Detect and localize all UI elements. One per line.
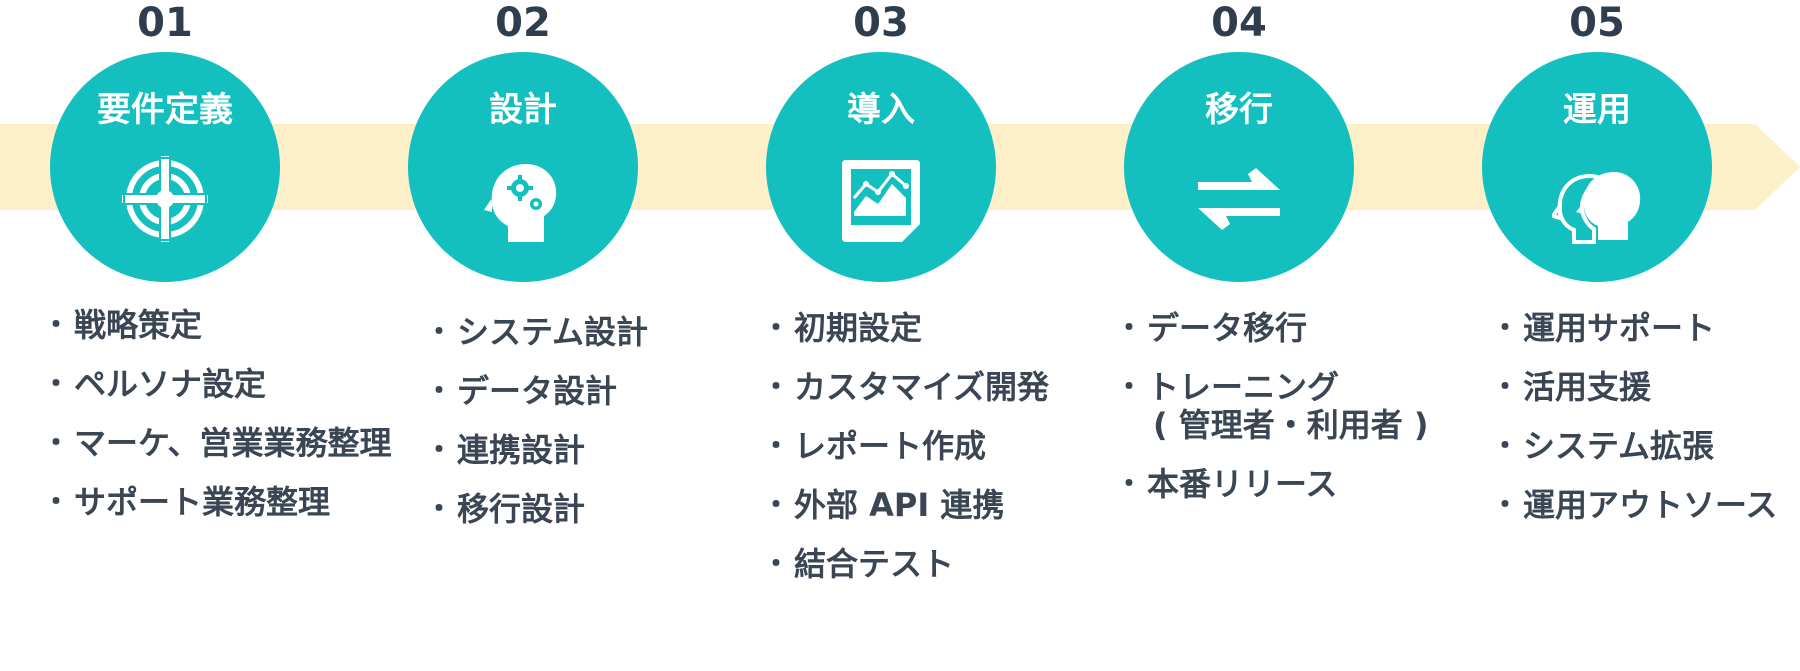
step-title: 運用 xyxy=(1563,90,1631,130)
list-item: システム拡張 xyxy=(1491,427,1777,465)
list-item: 活用支援 xyxy=(1491,368,1777,406)
chart-document-icon xyxy=(842,160,920,242)
step-number: 05 xyxy=(1569,0,1625,46)
list-item: ペルソナ設定 xyxy=(42,365,391,403)
list-item: 初期設定 xyxy=(762,309,1049,347)
step-title: 要件定義 xyxy=(97,90,233,130)
target-icon xyxy=(122,156,208,242)
list-item: 運用サポート xyxy=(1491,309,1777,347)
list-item: 結合テスト xyxy=(762,545,1049,583)
list-item: レポート作成 xyxy=(762,427,1049,465)
list-item: 戦略策定 xyxy=(42,306,391,344)
list-item: 連携設計 xyxy=(425,431,648,469)
list-item-subtext: ( 管理者・利用者 ) xyxy=(1153,406,1429,444)
list-item-text: データ移行 xyxy=(1147,309,1308,347)
list-item: 運用アウトソース xyxy=(1491,486,1777,524)
step-number: 03 xyxy=(853,0,909,46)
list-item-text: トレーニング xyxy=(1147,368,1340,406)
list-item: トレーニング ( 管理者・利用者 ) xyxy=(1115,368,1429,444)
step-02-items: システム設計 データ設計 連携設計 移行設計 xyxy=(425,313,648,549)
step-05-items: 運用サポート 活用支援 システム拡張 運用アウトソース xyxy=(1491,309,1777,545)
head-gears-icon xyxy=(484,164,557,242)
list-item: データ移行 xyxy=(1115,309,1429,347)
list-item: 本番リリース xyxy=(1115,465,1429,503)
step-circle: 運用 xyxy=(1482,52,1712,282)
step-circle: 要件定義 xyxy=(50,52,280,282)
step-04-items: データ移行 トレーニング ( 管理者・利用者 ) 本番リリース xyxy=(1115,309,1429,524)
step-title: 導入 xyxy=(847,90,915,130)
step-title: 設計 xyxy=(489,90,557,130)
step-number: 02 xyxy=(495,0,551,46)
step-number: 04 xyxy=(1211,0,1267,46)
list-item: データ設計 xyxy=(425,372,648,410)
two-heads-icon xyxy=(1552,172,1641,244)
list-item-text: 本番リリース xyxy=(1147,465,1338,503)
list-item: マーケ、営業業務整理 xyxy=(42,424,391,462)
list-item: 移行設計 xyxy=(425,490,648,528)
step-number: 01 xyxy=(137,0,193,46)
list-item: 外部 API 連携 xyxy=(762,486,1049,524)
step-circle: 移行 xyxy=(1124,52,1354,282)
step-circle: 導入 xyxy=(766,52,996,282)
step-circle: 設計 xyxy=(408,52,638,282)
swap-arrows-icon xyxy=(1198,168,1280,230)
step-title: 移行 xyxy=(1205,90,1273,130)
list-item: カスタマイズ開発 xyxy=(762,368,1049,406)
step-03-items: 初期設定 カスタマイズ開発 レポート作成 外部 API 連携 結合テスト xyxy=(762,309,1049,604)
list-item: サポート業務整理 xyxy=(42,483,391,521)
list-item: システム設計 xyxy=(425,313,648,351)
step-01-items: 戦略策定 ペルソナ設定 マーケ、営業業務整理 サポート業務整理 xyxy=(42,306,391,542)
